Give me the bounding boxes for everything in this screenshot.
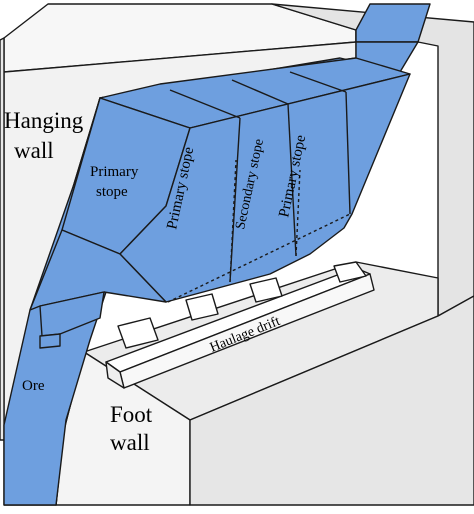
stope-divider-1 bbox=[169, 89, 241, 119]
stope-dashed-c bbox=[295, 169, 301, 257]
stope-edge-a bbox=[229, 117, 241, 283]
stope-dashed-b bbox=[167, 213, 351, 303]
ore-top-strip bbox=[355, 3, 431, 43]
haulage-drift-end bbox=[105, 361, 125, 389]
stope-divider-3 bbox=[289, 71, 347, 93]
stope-dashed-a bbox=[229, 159, 237, 283]
foot-wall-label-1: Foot bbox=[110, 402, 153, 427]
primary-stope-face-label-1: Primary bbox=[90, 164, 139, 180]
hanging-wall-label-1: Hanging bbox=[4, 108, 84, 133]
crosscut-2 bbox=[185, 293, 219, 321]
drawpoint bbox=[39, 333, 61, 349]
crosscut-1 bbox=[117, 317, 159, 349]
stope-divider-2 bbox=[231, 79, 289, 105]
ore-label: Ore bbox=[22, 378, 45, 394]
primary-stope-face-label-2: stope bbox=[96, 184, 128, 200]
foot-wall-label-2: wall bbox=[110, 430, 150, 455]
hanging-wall-label-2: wall bbox=[14, 138, 54, 163]
hanging-wall-front bbox=[0, 37, 5, 441]
stope-edge-b bbox=[287, 103, 297, 257]
crosscut-3 bbox=[249, 277, 283, 303]
foot-wall-right bbox=[189, 295, 474, 506]
undercut-block bbox=[39, 291, 105, 337]
stope-side-face bbox=[119, 73, 411, 303]
stope-edge-c bbox=[345, 91, 351, 215]
crosscut-4 bbox=[333, 261, 367, 283]
